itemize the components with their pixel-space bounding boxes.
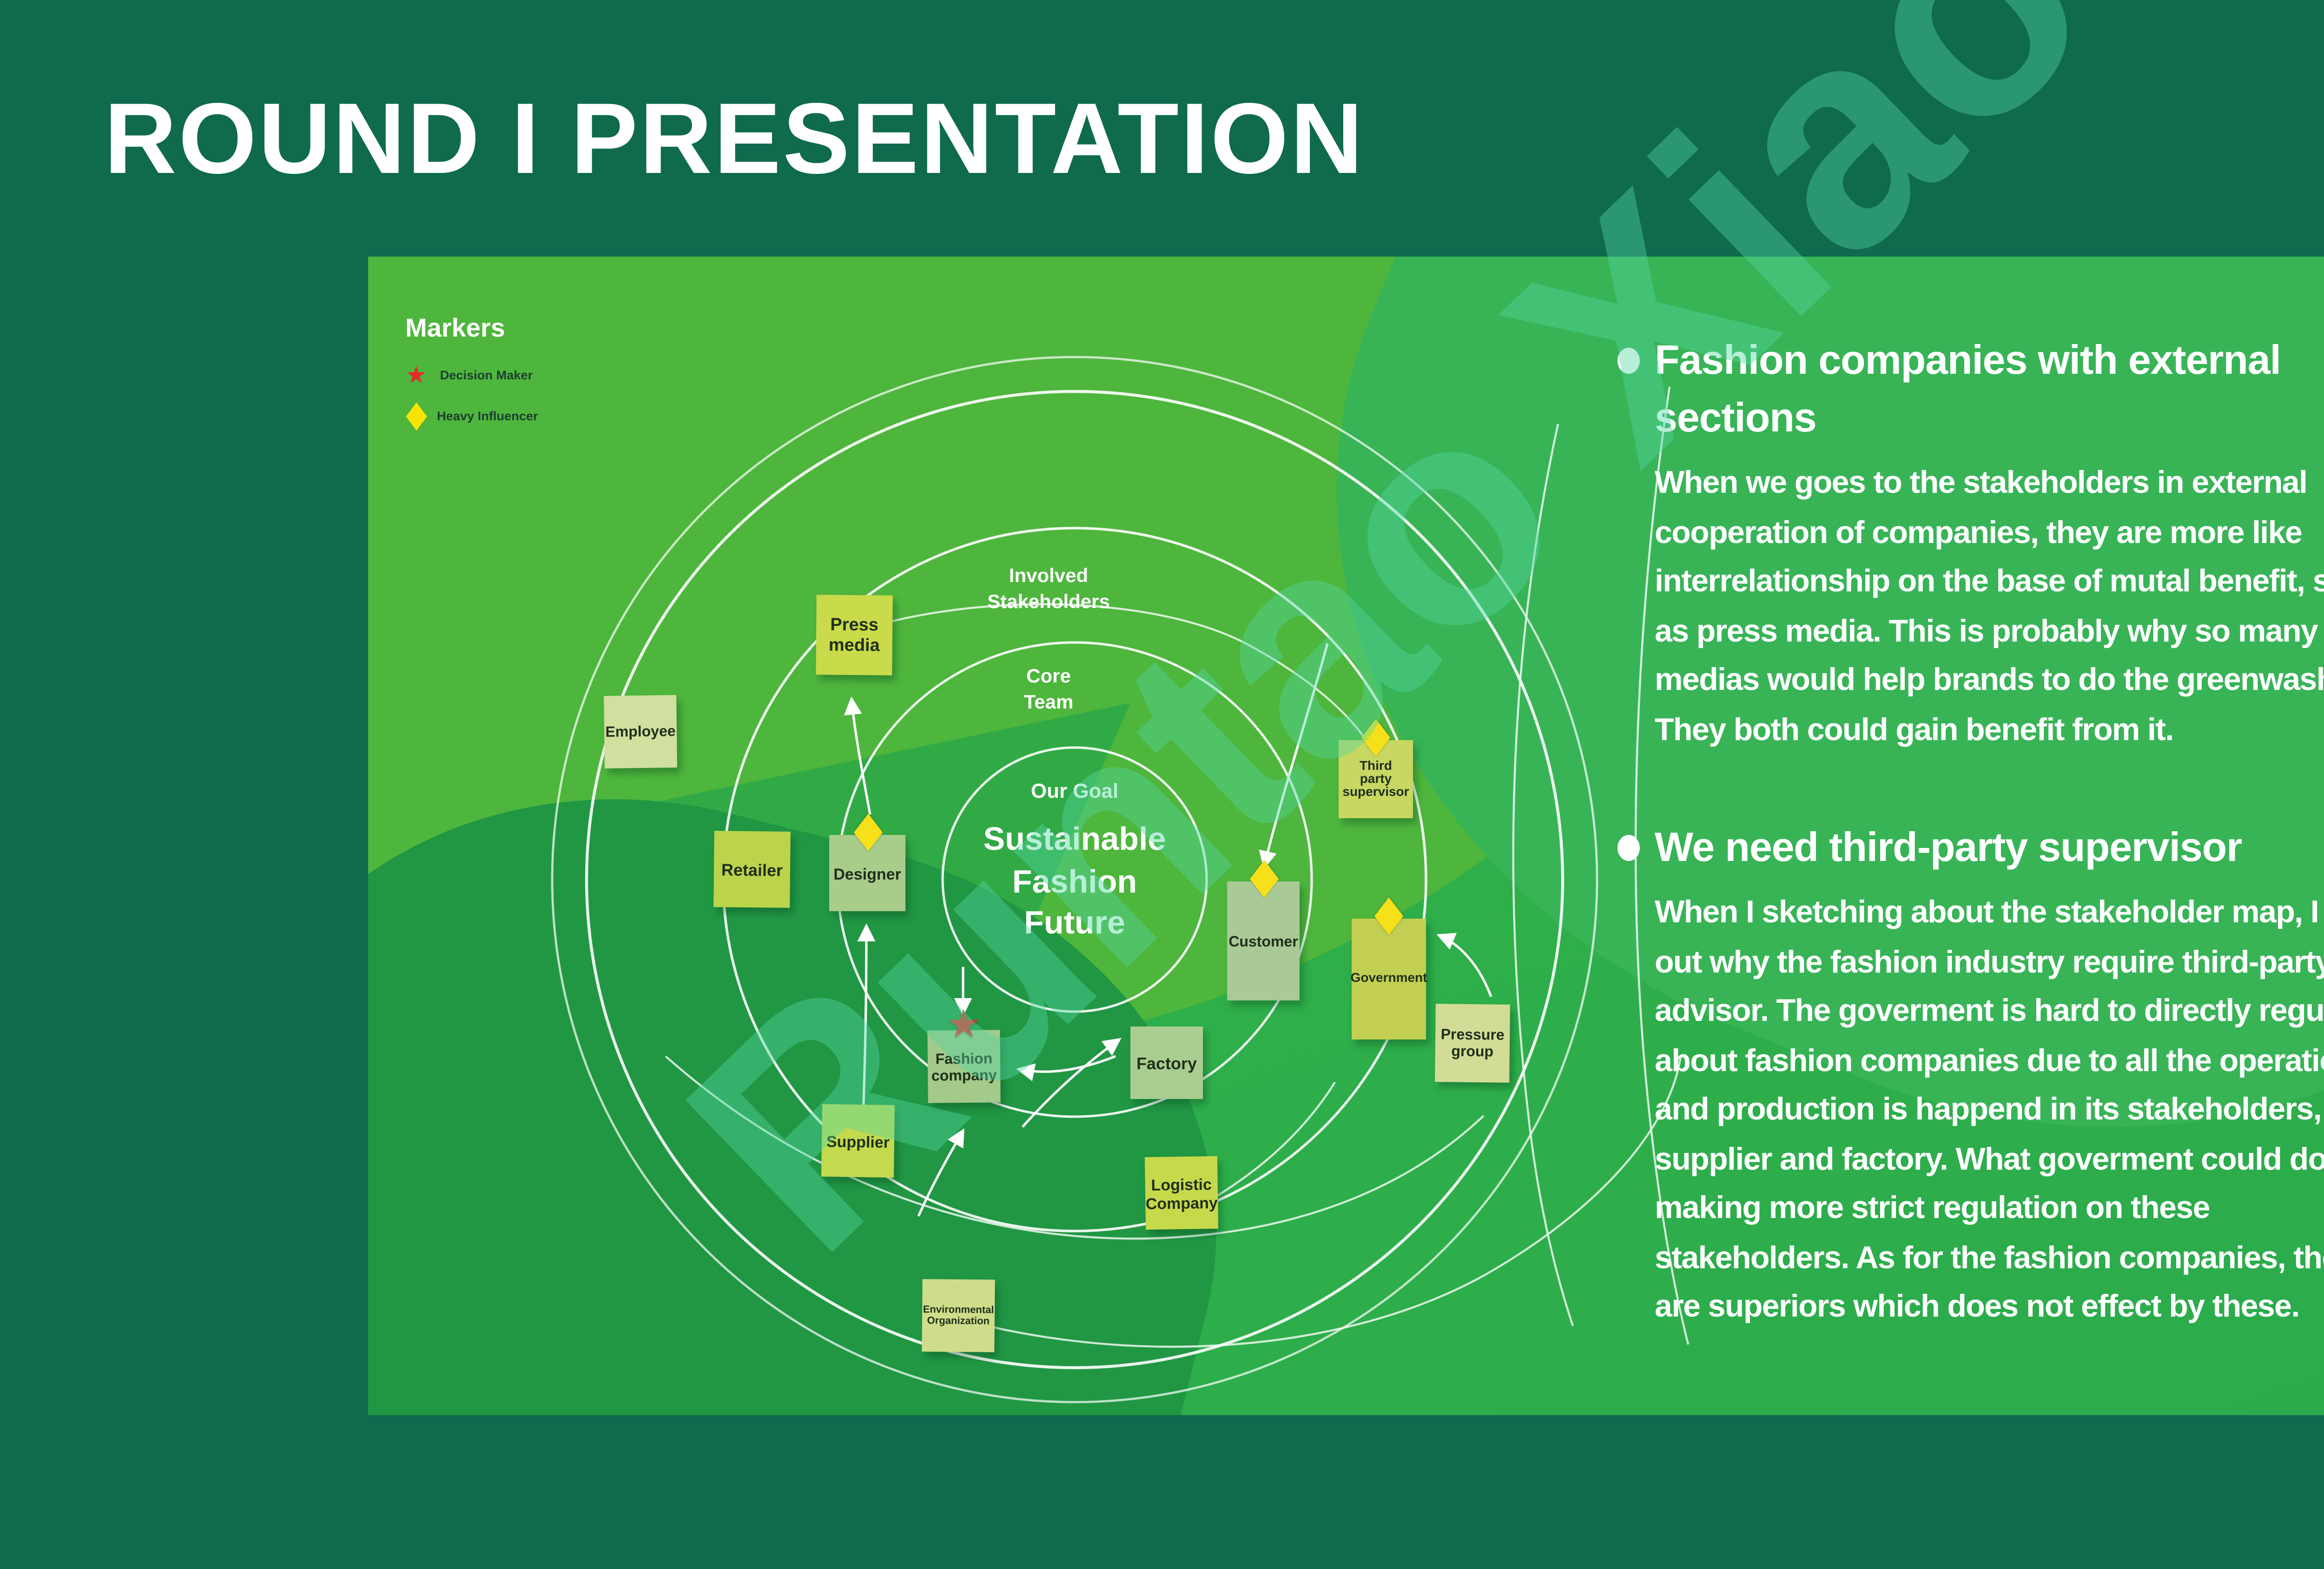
map-rings-and-connectors [551, 356, 1690, 1403]
heavy-influencer-diamond-icon [406, 402, 427, 431]
section-heading: We need third-party supervisor [1655, 824, 2242, 870]
sticky-note-designer: Designer [829, 814, 905, 911]
sticky-note-fashion-company: ★ Fashion company [927, 1004, 1001, 1103]
section-body: When I sketching about the stakeholder m… [1655, 894, 2324, 1324]
section-fashion-companies: Fashion companies with external sections… [1618, 331, 2324, 755]
sticky-note-environmental-organization: Environmental Organization [922, 1279, 995, 1352]
slide-title: ROUND I PRESENTATION [104, 84, 1365, 195]
bullet-icon [1618, 348, 1640, 374]
ring-label-involved-stakeholders: Involved Stakeholders [987, 565, 1110, 613]
connector-arrows [844, 643, 1492, 1217]
sticky-note-pressure-group: Pressure group [1435, 1004, 1510, 1083]
decision-maker-star-icon: ★ [405, 361, 427, 389]
sticky-note-third-party-supervisor: Third party supervisor [1339, 719, 1413, 818]
stakeholder-map-panel: Markers ★ Decision Maker Heavy Influence… [368, 257, 2324, 1415]
legend-item-heavy-influencer: Heavy Influencer [405, 402, 538, 431]
sticky-note-retailer: Retailer [713, 831, 791, 908]
legend-title: Markers [405, 312, 505, 342]
bullet-icon [1618, 835, 1640, 861]
sticky-note-customer: Customer [1227, 860, 1300, 1000]
sticky-note-factory: Factory [1130, 1026, 1203, 1099]
section-third-party-supervisor: We need third-party supervisor When I sk… [1618, 818, 2324, 1332]
markers-legend: Markers ★ Decision Maker Heavy Influence… [405, 312, 538, 448]
sticky-note-logistic-company: Logistic Company [1144, 1156, 1219, 1230]
decision-maker-star-icon: ★ [946, 1004, 982, 1047]
sticky-note-press-media: Press media [816, 595, 893, 675]
sticky-note-government: Government [1351, 897, 1427, 1039]
ring-label-core-team: Core Team [1023, 666, 1074, 713]
section-body: When we goes to the stakeholders in exte… [1655, 465, 2324, 747]
goal-title: Sustainable Fashion Future [983, 820, 1166, 941]
sticky-note-supplier: Supplier [821, 1104, 895, 1178]
sticky-note-employee: Employee [604, 695, 677, 768]
section-heading: Fashion companies with external sections [1655, 337, 2281, 441]
goal-caption: Our Goal [1030, 781, 1119, 803]
legend-item-decision-maker: ★ Decision Maker [405, 361, 533, 389]
